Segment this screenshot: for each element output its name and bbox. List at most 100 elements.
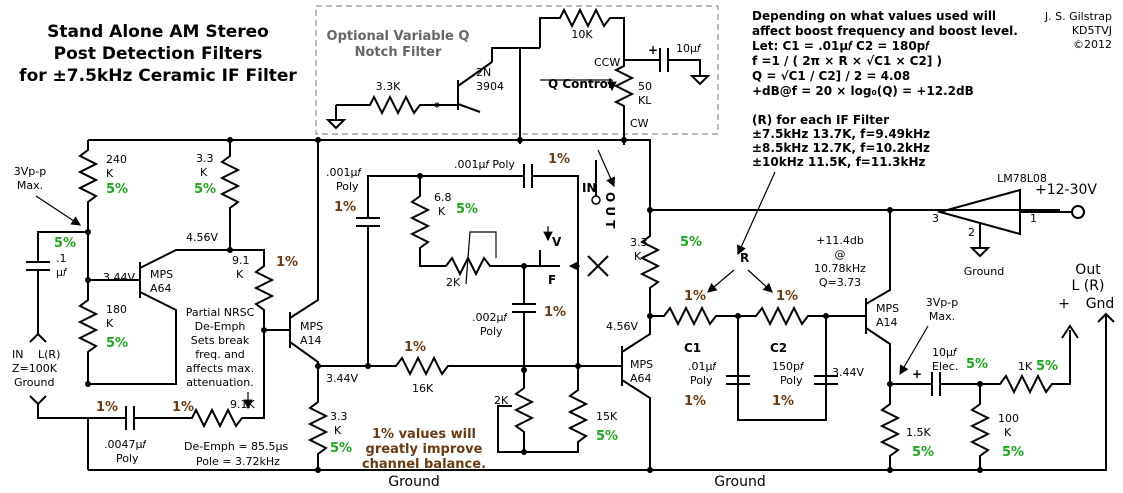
c001a-1: .001μ𝑓: [326, 166, 361, 179]
notch-cap: 10μ𝑓: [676, 42, 701, 55]
stage-3: 3.3 K 5% 4.56V MPS A64 R 1% 1% C1 .01μ𝑓 …: [578, 210, 866, 470]
nrsc-1: Partial NRSC: [186, 306, 255, 319]
balance-note-2: greatly improve: [366, 442, 483, 457]
q3-name-2: A64: [630, 372, 652, 385]
r-table-header: (R) for each IF Filter: [752, 113, 889, 127]
r240-1: 240: [106, 153, 127, 166]
stage1-v456: 4.56V: [186, 231, 218, 244]
boost-4: Q=3.73: [819, 276, 861, 289]
boost-2: @: [835, 248, 846, 261]
r15k-out-tol: 5%: [912, 445, 934, 460]
notch-pot-2: KL: [638, 94, 652, 107]
note-line-5: Q = √C1 / C2] / 2 = 4.08: [752, 69, 910, 83]
c1-v1: .01μ𝑓: [688, 360, 716, 373]
reg-pin-2: 2: [968, 226, 975, 239]
input-cap-1: .1: [56, 252, 67, 265]
balance-note-1: 1% values will: [372, 427, 476, 442]
deemph-cap-tol: 1%: [96, 400, 118, 415]
s3-r-1: 3.3: [630, 236, 648, 249]
out-cap-2: Elec.: [932, 360, 958, 373]
r33-2: K: [200, 166, 208, 179]
q2-voltage: 3.44V: [326, 372, 358, 385]
r180-2: K: [106, 317, 114, 330]
c2-tol: 1%: [772, 394, 794, 409]
s3-r-2: K: [634, 250, 642, 263]
notch-in-label: IN: [582, 181, 597, 195]
notch-cw: CW: [630, 117, 649, 130]
r180-tol: 5%: [106, 336, 128, 351]
nrsc-4: freq. and: [195, 348, 245, 361]
r91-tol: 1%: [276, 255, 298, 270]
out-vpp-1: 3Vp-p: [926, 296, 958, 309]
supply-rail: [88, 139, 1060, 211]
s3-v456: 4.56V: [606, 320, 638, 333]
input-vpp-2: Max.: [17, 179, 43, 192]
notch-transistor-1: 2N: [476, 66, 491, 79]
out-cap-tol: 5%: [966, 357, 988, 372]
r15k: 15K: [596, 410, 618, 423]
q1-voltage: 3.44V: [103, 271, 135, 284]
q4-voltage: 3.44V: [832, 366, 864, 379]
ground-label: Ground: [388, 474, 440, 490]
out-vpp-2: Max.: [929, 310, 955, 323]
r1k: 1K: [1018, 360, 1033, 373]
out-cap-1: 10μ𝑓: [932, 346, 957, 359]
note-line-2: affect boost frequency and boost level.: [752, 24, 1018, 38]
r-table: (R) for each IF Filter ±7.5kHz 13.7K, f=…: [752, 113, 930, 169]
nrsc-2: De-Emph: [195, 320, 246, 333]
notch-title-2: Notch Filter: [355, 45, 442, 60]
c001a-tol: 1%: [334, 200, 356, 215]
nrsc-5: affects max.: [186, 362, 254, 375]
r240-2: K: [106, 167, 114, 180]
c001b-tol: 1%: [548, 152, 570, 167]
input-ground: Ground: [14, 376, 54, 389]
r-table-row: ±8.5kHz 12.7K, f=10.2kHz: [752, 141, 930, 155]
c1-tol: 1%: [684, 394, 706, 409]
q2-r-tol: 5%: [330, 441, 352, 456]
c2-v2: Poly: [780, 374, 803, 387]
supply-terminal[interactable]: [1071, 205, 1085, 219]
r2-tol: 1%: [776, 289, 798, 304]
q1-name-1: MPS: [150, 268, 173, 281]
author-name: J. S. Gilstrap: [1044, 10, 1112, 23]
input-section: 3Vp-p Max. 5% .1 μ𝑓 IN L(R) Z=100K Groun…: [12, 165, 89, 470]
r16k: 16K: [412, 382, 434, 395]
r-table-row: ±10kHz 11.5K, f=11.3kHz: [752, 155, 925, 169]
notch-transistor-2: 3904: [476, 80, 504, 93]
title-line-3: for ±7.5kHz Ceramic IF Filter: [19, 66, 297, 86]
r100-1: 100: [998, 412, 1019, 425]
q4-name-1: MPS: [876, 302, 899, 315]
r16k-tol: 1%: [404, 340, 426, 355]
pot2k-label: 2K: [446, 276, 461, 289]
r100-2: K: [1004, 426, 1012, 439]
note-line-4: f =1 / ( 2π × R × √C1 × C2] ): [752, 54, 942, 68]
reg-ground: Ground: [964, 265, 1004, 278]
input-lr: L(R): [38, 348, 60, 361]
deemph-note-1: De-Emph = 85.5μs: [184, 440, 289, 453]
nrsc-6: attenuation.: [186, 376, 253, 389]
out-label-2: L (R): [1072, 278, 1105, 294]
deemph-cap-1: .0047μ𝑓: [104, 438, 146, 451]
out-cap-plus: +: [912, 367, 922, 381]
q1-name-2: A64: [150, 282, 172, 295]
q2-r-1: 3.3: [330, 410, 348, 423]
q3-name-1: MPS: [630, 358, 653, 371]
r33-tol: 5%: [194, 182, 216, 197]
r180-1: 180: [106, 303, 127, 316]
notch-q-control: Q Control: [548, 77, 612, 91]
boost-1: +11.4db: [816, 234, 864, 247]
stage-1: 240 K 5% 180 K 5% 3.44V MPS A64 3.3 K 5%…: [77, 140, 298, 468]
switch-v: V: [552, 235, 562, 249]
reg-name: LM78L08: [997, 172, 1047, 185]
boost-3: 10.78kHz: [814, 262, 866, 275]
r15k-out: 1.5K: [906, 426, 931, 439]
r68-1: 6.8: [434, 191, 452, 204]
regulator-lm78l08: LM78L08 3 1 2 Ground +12-30V: [932, 172, 1097, 278]
r-label: R: [740, 251, 749, 265]
ground-label: Ground: [714, 474, 766, 490]
author-callsign: KD5TVJ: [1072, 24, 1112, 37]
c002-tol: 1%: [544, 305, 566, 320]
r91-1: 9.1: [232, 254, 250, 267]
r240-tol: 5%: [106, 182, 128, 197]
